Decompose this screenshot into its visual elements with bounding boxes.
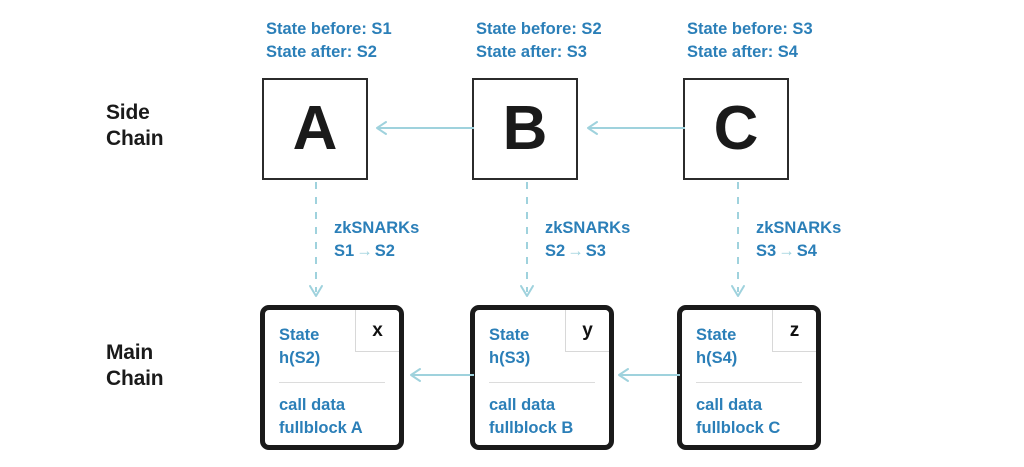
state-header-column-1: State before: S1 State after: S2 bbox=[266, 18, 392, 65]
state-after-label-2: State after: S3 bbox=[476, 43, 587, 62]
main-chain-calldata: call data fullblock B bbox=[489, 396, 574, 437]
zksnark-to-state: S4 bbox=[796, 242, 817, 261]
main-chain-calldata: call data fullblock A bbox=[279, 396, 363, 437]
zksnark-transition: S2→S3 bbox=[545, 240, 630, 263]
side-chain-block-c[interactable]: C bbox=[683, 78, 789, 180]
zksnark-transition: S3→S4 bbox=[756, 240, 841, 263]
zksnark-arrow-icon: → bbox=[356, 242, 373, 261]
zksnark-from-state: S3 bbox=[756, 242, 777, 261]
side-chain-arrow-b-to-a bbox=[376, 121, 474, 135]
zksnark-to-state: S2 bbox=[374, 242, 395, 261]
zksnark-title: zkSNARKs bbox=[545, 219, 631, 237]
main-chain-block-c[interactable]: z State h(S4) call data fullblock C bbox=[677, 305, 821, 450]
main-chain-arrow-c-to-b bbox=[618, 368, 680, 382]
side-chain-arrow-c-to-b bbox=[587, 121, 685, 135]
state-header-column-2: State before: S2 State after: S3 bbox=[476, 18, 602, 65]
state-header-column-3: State before: S3 State after: S4 bbox=[687, 18, 813, 65]
state-before-label-1: State before: S1 bbox=[266, 20, 392, 38]
zksnark-dashed-arrow-c bbox=[731, 182, 745, 297]
main-chain-block-b[interactable]: y State h(S3) call data fullblock B bbox=[470, 305, 614, 450]
main-chain-arrow-b-to-a bbox=[410, 368, 474, 382]
state-after-label-1: State after: S2 bbox=[266, 43, 377, 62]
zksnark-from-state: S2 bbox=[545, 242, 566, 261]
main-chain-row-label: Main Chain bbox=[106, 341, 164, 390]
side-chain-row-label: Side Chain bbox=[106, 101, 164, 150]
zksnark-arrow-icon: → bbox=[567, 242, 584, 261]
main-chain-block-tag: z bbox=[772, 310, 816, 352]
main-chain-block-tag: x bbox=[355, 310, 399, 352]
zksnark-transition: S1→S2 bbox=[334, 240, 419, 263]
main-chain-state-hash: State h(S2) bbox=[279, 326, 321, 367]
zksnark-label-3: zkSNARKs S3→S4 bbox=[756, 217, 841, 263]
state-before-label-3: State before: S3 bbox=[687, 20, 813, 38]
side-chain-block-letter: A bbox=[292, 94, 338, 163]
zksnark-from-state: S1 bbox=[334, 242, 355, 261]
zksnark-dashed-arrow-b bbox=[520, 182, 534, 297]
side-chain-block-letter: C bbox=[713, 94, 759, 163]
zksnark-label-2: zkSNARKs S2→S3 bbox=[545, 217, 630, 263]
main-chain-state-hash: State h(S4) bbox=[696, 326, 738, 367]
zksnark-title: zkSNARKs bbox=[334, 219, 420, 237]
state-after-label-3: State after: S4 bbox=[687, 43, 798, 62]
main-chain-block-divider bbox=[279, 382, 385, 383]
main-chain-block-a[interactable]: x State h(S2) call data fullblock A bbox=[260, 305, 404, 450]
state-before-label-2: State before: S2 bbox=[476, 20, 602, 38]
side-chain-block-a[interactable]: A bbox=[262, 78, 368, 180]
main-chain-block-divider bbox=[489, 382, 595, 383]
zksnark-to-state: S3 bbox=[585, 242, 606, 261]
zksnark-arrow-icon: → bbox=[778, 242, 795, 261]
side-chain-block-letter: B bbox=[502, 94, 548, 163]
main-chain-calldata: call data fullblock C bbox=[696, 396, 781, 437]
zksnark-dashed-arrow-a bbox=[309, 182, 323, 297]
side-chain-block-b[interactable]: B bbox=[472, 78, 578, 180]
zksnark-title: zkSNARKs bbox=[756, 219, 842, 237]
main-chain-state-hash: State h(S3) bbox=[489, 326, 531, 367]
main-chain-block-divider bbox=[696, 382, 802, 383]
zksnark-label-1: zkSNARKs S1→S2 bbox=[334, 217, 419, 263]
main-chain-block-tag: y bbox=[565, 310, 609, 352]
